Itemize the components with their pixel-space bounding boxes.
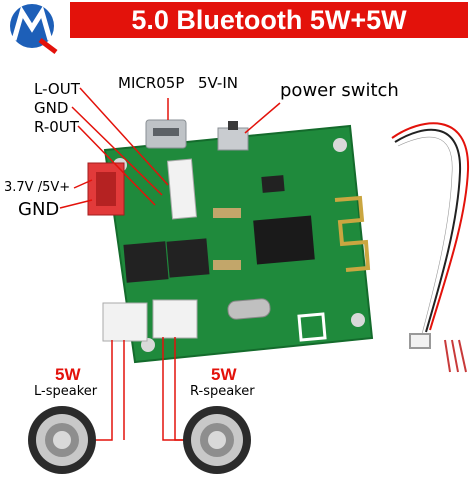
title-banner: 5.0 Bluetooth 5W+5W (70, 2, 468, 38)
right-speaker-label: R-speaker (190, 384, 255, 399)
label-micro: MICR05P (118, 74, 185, 92)
page-title: 5.0 Bluetooth 5W+5W (131, 5, 407, 35)
right-speaker-watt: 5W (211, 365, 237, 384)
annotation-lines (59, 87, 281, 209)
pcb-board (87, 119, 374, 364)
label-l-out: L-OUT (34, 80, 80, 98)
brand-logo (10, 4, 58, 54)
left-speaker-label: L-speaker (34, 384, 98, 399)
label-voltage: 3.7V /5V+ (4, 180, 71, 195)
label-vin: 5V-IN (198, 74, 238, 92)
label-gnd-bottom: GND (18, 199, 60, 220)
wire-cable (391, 122, 470, 373)
left-speaker (28, 406, 96, 474)
right-speaker (183, 406, 251, 474)
label-power-switch: power switch (280, 80, 399, 101)
left-speaker-watt: 5W (55, 365, 81, 384)
label-gnd-top: GND (34, 99, 69, 117)
label-r-out: R-0UT (34, 118, 79, 136)
